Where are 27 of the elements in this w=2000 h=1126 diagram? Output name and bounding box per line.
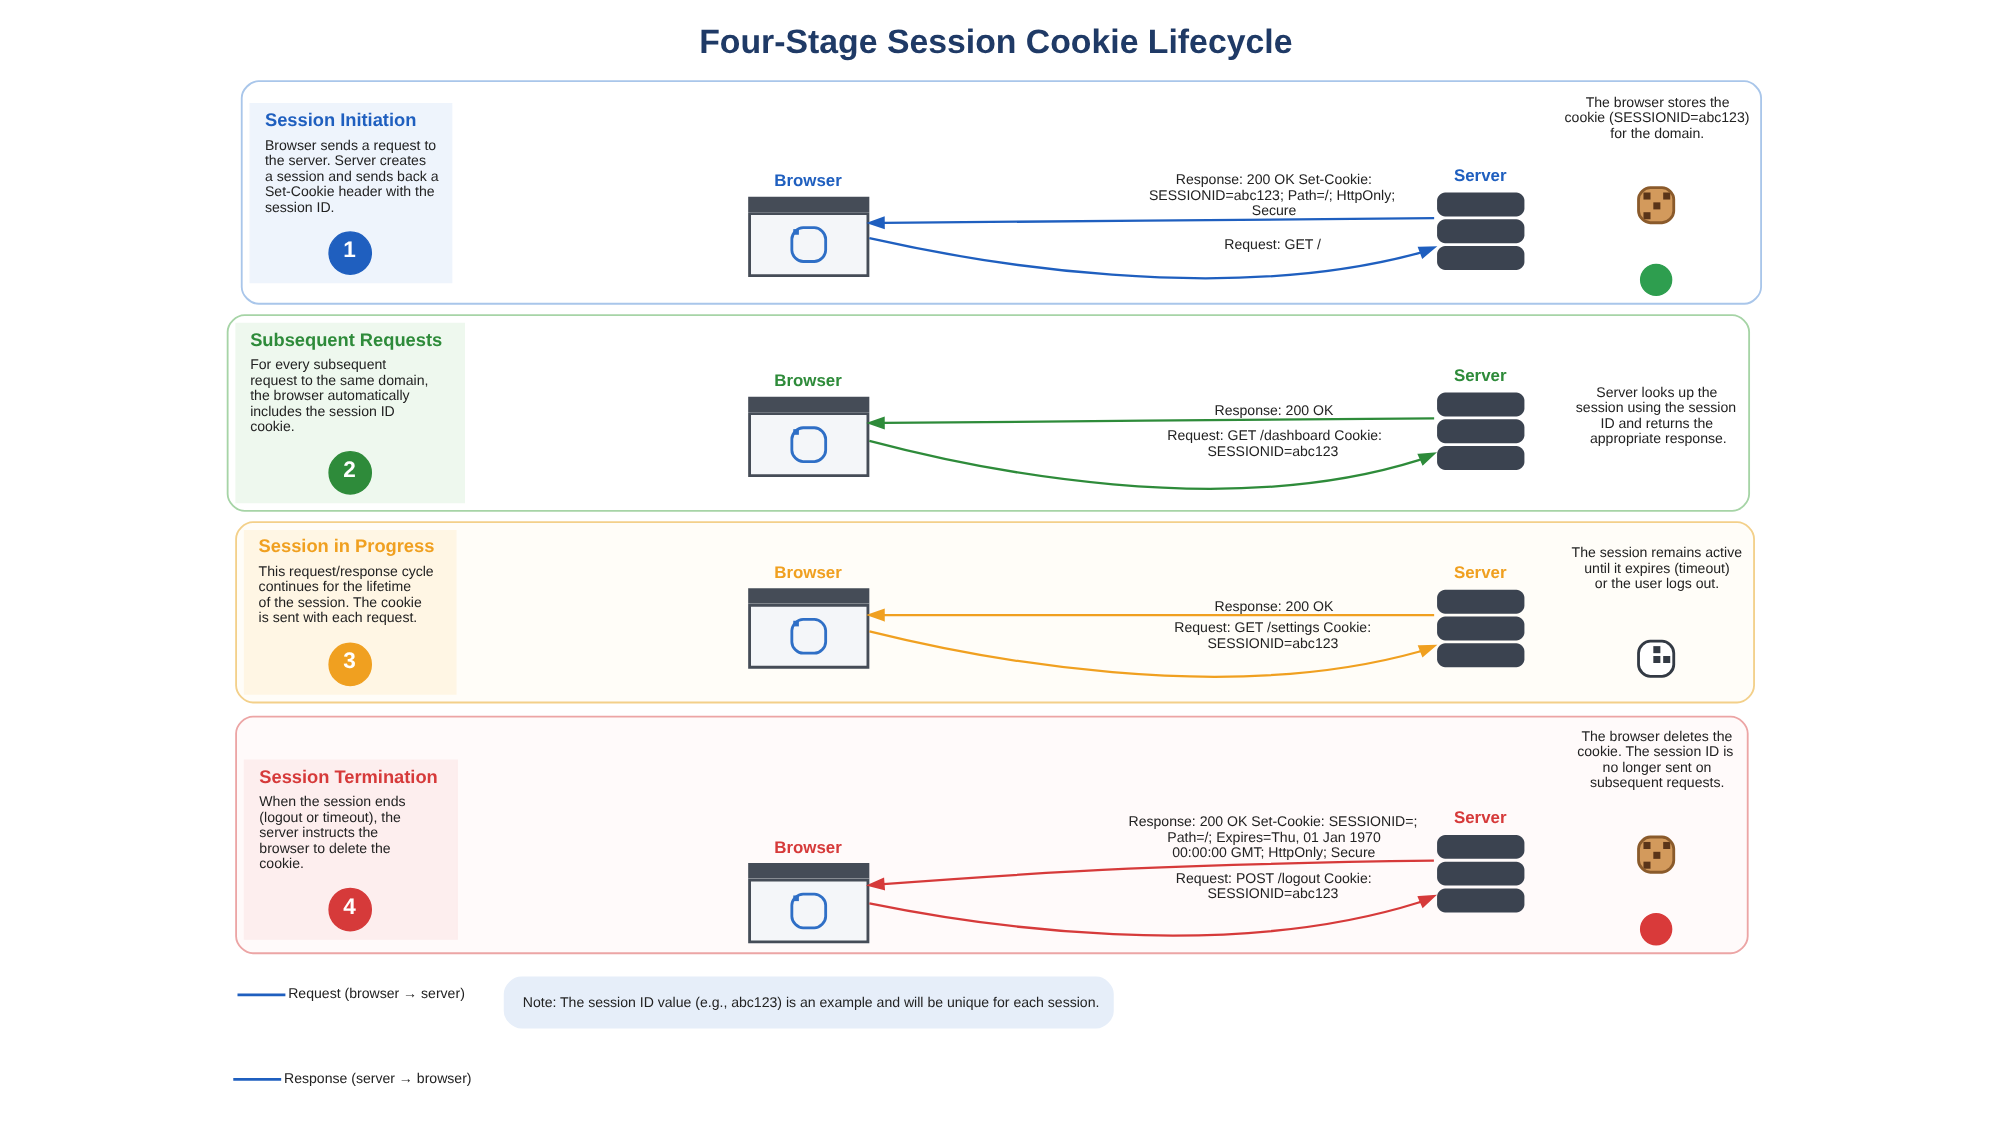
arrow	[869, 439, 1437, 490]
node-label: Browser	[774, 170, 842, 191]
arrow	[866, 859, 1434, 891]
cluster	[235, 715, 1749, 955]
node-circle: 3	[328, 642, 373, 687]
cluster	[235, 521, 1755, 704]
node-label: Browser	[774, 561, 842, 582]
diagram-title: Four-Stage Session Cookie Lifecycle	[699, 23, 1293, 62]
node-label: Server	[1453, 561, 1507, 582]
node-label: Server	[1453, 364, 1507, 385]
arrow	[869, 894, 1437, 937]
arrow	[866, 216, 1435, 230]
node-label: Browser	[774, 836, 842, 857]
cluster	[240, 80, 1762, 305]
arrow	[869, 630, 1438, 678]
node-label: Browser	[774, 370, 842, 391]
cluster	[226, 314, 1751, 512]
node-circle	[1639, 263, 1673, 297]
node-label: Server	[1453, 807, 1507, 828]
node-circle	[1639, 913, 1673, 946]
arrow	[866, 608, 1435, 622]
arrow	[869, 237, 1438, 280]
node-circle: 2	[328, 451, 373, 495]
arrow	[866, 416, 1435, 430]
node-circle: 4	[328, 887, 373, 932]
node-circle: 1	[328, 231, 373, 275]
node-label: Server	[1453, 164, 1507, 185]
